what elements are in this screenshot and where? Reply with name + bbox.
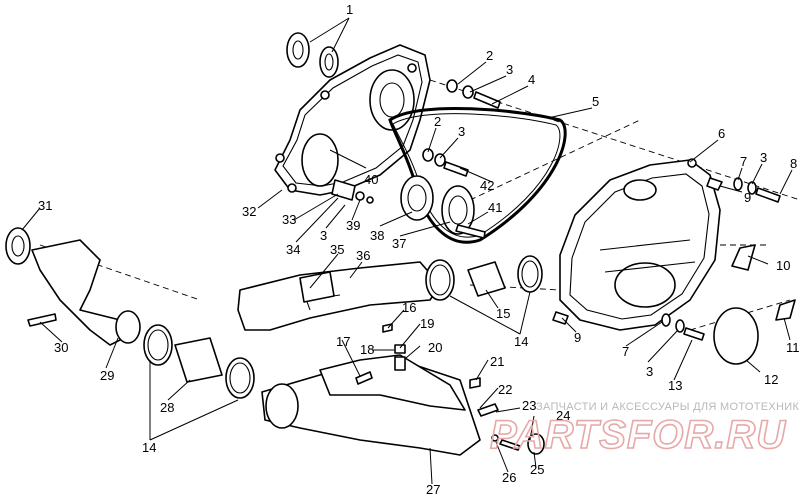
callout-27: 27 xyxy=(426,482,440,494)
callout-28: 28 xyxy=(160,400,174,415)
watermark-tagline: ЗАПЧАСТИ И АКСЕССУАРЫ ДЛЯ МОТОТЕХНИКИ xyxy=(536,401,800,413)
callout-23: 23 xyxy=(522,398,536,413)
hardware-right xyxy=(552,177,781,341)
intake-duct-upper xyxy=(237,261,441,331)
callout-29: 29 xyxy=(100,368,114,383)
callout-7: 7 xyxy=(740,154,747,169)
hardware-top xyxy=(422,79,501,177)
callout-numbers: 1 2 3 4 5 2 3 6 7 3 8 9 40 42 32 33 39 4… xyxy=(38,2,800,494)
callout-6: 6 xyxy=(718,126,725,141)
callout-15: 15 xyxy=(496,306,510,321)
callout-42: 42 xyxy=(480,178,494,193)
callout-40: 40 xyxy=(364,172,378,187)
callout-37: 37 xyxy=(392,236,406,251)
callout-1: 1 xyxy=(346,2,353,17)
callout-2: 2 xyxy=(486,48,493,63)
callout-14b: 14 xyxy=(142,440,156,455)
callout-21: 21 xyxy=(490,354,504,369)
callout-34: 34 xyxy=(286,242,300,257)
callout-4: 4 xyxy=(528,72,535,87)
callout-10: 10 xyxy=(776,258,790,273)
seals xyxy=(400,175,486,239)
callout-13: 13 xyxy=(668,378,682,393)
bracket-small xyxy=(331,179,374,204)
decal-and-disc xyxy=(713,244,796,365)
clamps-lower xyxy=(143,324,255,399)
inner-cover-plate xyxy=(274,44,431,196)
watermark: ЗАПЧАСТИ И АКСЕССУАРЫ ДЛЯ МОТОТЕХНИКИ PA… xyxy=(489,401,800,458)
watermark-logo: PARTSFOR.RU xyxy=(490,413,786,457)
leader-lines xyxy=(21,17,793,485)
callout-33: 33 xyxy=(282,212,296,227)
callout-16: 16 xyxy=(402,300,416,315)
callout-19: 19 xyxy=(420,316,434,331)
hardware-lower xyxy=(355,323,545,455)
callout-22: 22 xyxy=(498,382,512,397)
clamps-upper xyxy=(425,255,543,301)
callout-11: 11 xyxy=(786,340,800,355)
callout-7b: 7 xyxy=(622,344,629,359)
callout-25: 25 xyxy=(530,462,544,477)
callout-2b: 2 xyxy=(434,114,441,129)
washer-pair xyxy=(286,32,339,78)
callout-36: 36 xyxy=(356,248,370,263)
callout-39: 39 xyxy=(346,218,360,233)
callout-18: 18 xyxy=(360,342,374,357)
intake-duct-left xyxy=(5,227,141,346)
callout-14: 14 xyxy=(514,334,528,349)
callout-8: 8 xyxy=(790,156,797,171)
callout-3: 3 xyxy=(506,62,513,77)
callout-38: 38 xyxy=(370,228,384,243)
callout-12: 12 xyxy=(764,372,778,387)
callout-5: 5 xyxy=(592,94,599,109)
callout-3c: 3 xyxy=(760,150,767,165)
callout-30: 30 xyxy=(54,340,68,355)
callout-20: 20 xyxy=(428,340,442,355)
callout-3d: 3 xyxy=(320,228,327,243)
callout-9: 9 xyxy=(744,190,751,205)
outer-clutch-cover xyxy=(559,158,721,331)
callout-3e: 3 xyxy=(646,364,653,379)
callout-31: 31 xyxy=(38,198,52,213)
outlet-duct xyxy=(261,354,481,456)
callout-32: 32 xyxy=(242,204,256,219)
callout-3b: 3 xyxy=(458,124,465,139)
callout-24: 24 xyxy=(556,408,570,423)
callout-9b: 9 xyxy=(574,330,581,345)
callout-41: 41 xyxy=(488,200,502,215)
callout-26: 26 xyxy=(502,470,516,485)
callout-35: 35 xyxy=(330,242,344,257)
callout-17: 17 xyxy=(336,334,350,349)
